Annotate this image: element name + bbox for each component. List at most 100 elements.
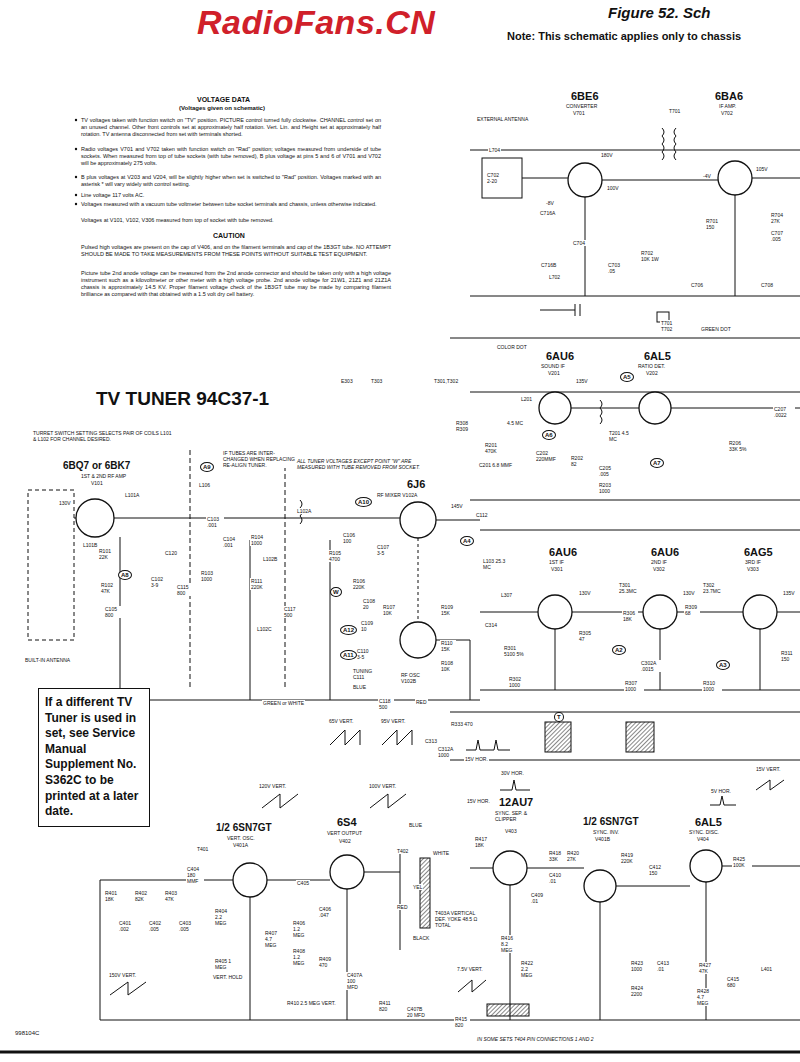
tube-type: 6S4 bbox=[336, 816, 358, 829]
tube-type: 6AG5 bbox=[743, 546, 774, 559]
component-label: R110 15K bbox=[440, 640, 456, 652]
tube-type: TV TUNER 94C37-1 bbox=[95, 388, 270, 411]
component-label: SYNC. INV. bbox=[592, 829, 620, 835]
component-label: IN SOME SETS T404 PIN CONNECTIONS 1 AND … bbox=[476, 1036, 595, 1042]
component-label: T301 25.3MC bbox=[618, 582, 640, 594]
component-label: V301 bbox=[550, 566, 564, 572]
wire bbox=[470, 150, 800, 151]
component-label: R702 10K 1W bbox=[640, 250, 664, 262]
component-label: VERT. HOLD bbox=[212, 974, 243, 980]
component-label: BUILT-IN ANTENNA bbox=[24, 657, 71, 663]
component-label: C105 800 bbox=[104, 606, 122, 618]
test-point: A4 bbox=[460, 536, 474, 546]
component-label: GREEN or WHITE bbox=[262, 700, 305, 706]
component-label: T303 bbox=[370, 378, 383, 384]
note-paragraph: Picture tube 2nd anode voltage can be me… bbox=[80, 270, 392, 298]
test-point: A8 bbox=[118, 570, 132, 580]
component-label: 3RD IF bbox=[744, 559, 762, 565]
test-point: A7 bbox=[650, 458, 664, 468]
component-label: C409 .01 bbox=[530, 892, 546, 904]
component-label: SYNC. DISC. bbox=[688, 829, 720, 835]
component-label: 1ST IF bbox=[548, 559, 565, 565]
waveform bbox=[466, 740, 510, 750]
component-label: RED bbox=[415, 699, 428, 705]
component-label: L101B bbox=[82, 542, 98, 548]
component-label: 105V bbox=[755, 166, 769, 172]
wire bbox=[480, 530, 800, 531]
component-label: 150V VERT. bbox=[108, 972, 137, 978]
component-label: RF OSC V102B bbox=[400, 672, 426, 684]
component-label: 120V VERT. bbox=[258, 783, 287, 789]
component-label: R101 22K bbox=[98, 548, 116, 560]
component-label: 135V bbox=[575, 378, 589, 384]
built-in-antenna bbox=[28, 490, 74, 640]
bullet bbox=[75, 203, 77, 205]
component-label: C402 .005 bbox=[148, 920, 164, 932]
component-label: R401 18K bbox=[104, 890, 120, 902]
component-label: R302 1000 bbox=[508, 676, 528, 688]
component-label: R311 150 bbox=[780, 650, 796, 662]
component-label: 130V bbox=[578, 590, 592, 596]
component-label: C102 3-9 bbox=[150, 576, 168, 588]
component-label: C703 .05 bbox=[607, 262, 623, 274]
component-label: T403A VERTICAL DEF. YOKE 48.5 Ω TOTAL bbox=[434, 910, 480, 928]
tube-type: 6BQ7 or 6BK7 bbox=[62, 460, 131, 472]
component-label: C110 3-5 bbox=[356, 648, 372, 660]
waveform bbox=[330, 730, 360, 745]
component-label: V101 bbox=[90, 480, 104, 486]
component-label: V401B bbox=[594, 836, 611, 842]
component-label: R403 47K bbox=[164, 890, 180, 902]
component-label: T402 bbox=[396, 848, 409, 854]
component-label: 2ND IF bbox=[650, 559, 668, 565]
wire bbox=[436, 640, 470, 700]
component-label: GREEN DOT bbox=[700, 326, 732, 332]
component-label: 100V VERT. bbox=[368, 783, 397, 789]
component-label: 100V bbox=[606, 185, 620, 191]
component-label: SOUND IF bbox=[540, 363, 566, 369]
component-label: R308 R309 bbox=[455, 420, 475, 432]
wire bbox=[585, 197, 586, 296]
component-label: C313 bbox=[424, 738, 438, 744]
component-label: IF AMP. bbox=[718, 103, 737, 109]
waveform bbox=[500, 780, 530, 790]
component-label: V702 bbox=[720, 110, 734, 116]
component-label: R310 1000 bbox=[702, 680, 722, 692]
component-label: 5V HOR. bbox=[710, 788, 732, 794]
component-label: C704 bbox=[572, 240, 586, 246]
component-label: 15V HOR. bbox=[466, 798, 491, 804]
figure-title: Figure 52. Sch bbox=[606, 4, 713, 21]
component-label: R104 1000 bbox=[250, 534, 270, 546]
component-label: V402 bbox=[338, 838, 352, 844]
component-label: V303 bbox=[746, 566, 760, 572]
wire bbox=[571, 408, 639, 409]
component-label: R203 1000 bbox=[598, 482, 616, 494]
component-label: V404 bbox=[696, 836, 710, 842]
component-label: T301,T302 bbox=[433, 378, 459, 384]
waveform bbox=[458, 980, 486, 992]
wire bbox=[777, 612, 800, 613]
tube-envelope bbox=[584, 870, 616, 902]
bullet bbox=[75, 176, 77, 178]
component-label: R102 47K bbox=[100, 582, 118, 594]
tube-type: 12AU7 bbox=[498, 796, 534, 809]
tube-section-link bbox=[418, 538, 419, 622]
component-label: C407A 100 MFD bbox=[346, 972, 368, 990]
component-label: R301 5100 5% bbox=[503, 645, 525, 657]
component-label: R428 4.7 MEG bbox=[696, 988, 716, 1006]
wire bbox=[250, 882, 706, 1020]
component-label: RED bbox=[396, 904, 409, 910]
coil-form bbox=[540, 304, 580, 316]
component-label: VERT. OSC. bbox=[226, 835, 256, 841]
wire bbox=[450, 760, 800, 761]
tube-envelope bbox=[76, 499, 114, 537]
component-label: 135V bbox=[782, 590, 796, 596]
component-label: C403 .005 bbox=[178, 920, 194, 932]
component-label: R307 1000 bbox=[624, 680, 644, 692]
component-label: -4V bbox=[702, 173, 712, 179]
waveform bbox=[110, 982, 146, 995]
bullet bbox=[75, 194, 77, 196]
coil-symbol bbox=[662, 128, 664, 160]
wire bbox=[522, 178, 568, 179]
test-point: T bbox=[554, 712, 564, 722]
component-label: C202 220MMF bbox=[535, 450, 561, 462]
